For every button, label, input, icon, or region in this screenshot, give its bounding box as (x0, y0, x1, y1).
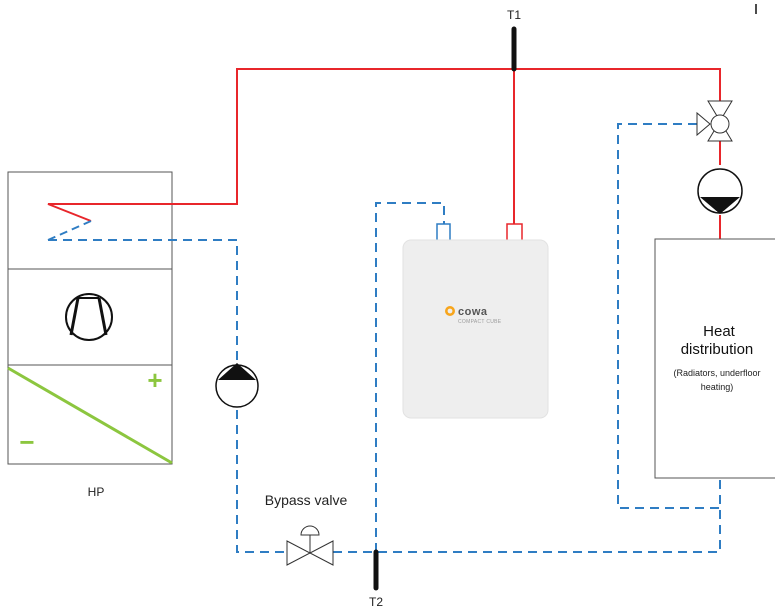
heat-distribution-box: Heat distribution (Radiators, underfloor… (654, 238, 775, 479)
compressor-blade-right (97, 297, 108, 336)
cube-brand-text: cowa (458, 306, 488, 318)
return-bypass-to-heat-line (333, 478, 721, 553)
cube-model-text: COMPACT CUBE (458, 319, 502, 325)
supply-pump-icon (697, 168, 743, 214)
return-pump-to-bypass-line (236, 410, 288, 553)
bypass-valve-label: Bypass valve (265, 492, 348, 508)
condenser-return-coil (47, 220, 92, 241)
three-way-valve-icon (696, 100, 733, 142)
cube-return-port (436, 223, 451, 243)
heat-distribution-title-2: distribution (681, 341, 754, 358)
t2-label: T2 (369, 595, 383, 608)
supply-main-line (236, 68, 721, 204)
heat-distribution-title-1: Heat (703, 323, 736, 340)
supply-lines (236, 68, 721, 239)
compact-cube-unit: cowa COMPACT CUBE (402, 223, 549, 419)
return-to-cube-line (375, 202, 445, 552)
plus-sign: + (147, 365, 162, 395)
return-pump-icon (215, 363, 259, 408)
heat-distribution-sub-2: heating) (701, 382, 734, 392)
minus-sign: − (19, 427, 34, 457)
return-valve-bypass-line (617, 123, 720, 509)
bypass-valve-icon (286, 525, 334, 566)
cube-supply-port (506, 223, 523, 243)
cube-body (402, 239, 549, 419)
hp-label: HP (88, 485, 105, 499)
heat-pump-unit: + − (7, 171, 238, 465)
compressor-blade-left (69, 297, 80, 336)
evaporator-diagonal (7, 366, 173, 465)
cube-logo-center (447, 308, 453, 314)
return-hp-to-pump-line (48, 239, 238, 364)
t1-label: T1 (507, 8, 521, 22)
heat-distribution-sub-1: (Radiators, underfloor (673, 368, 760, 378)
return-lines (48, 123, 721, 553)
